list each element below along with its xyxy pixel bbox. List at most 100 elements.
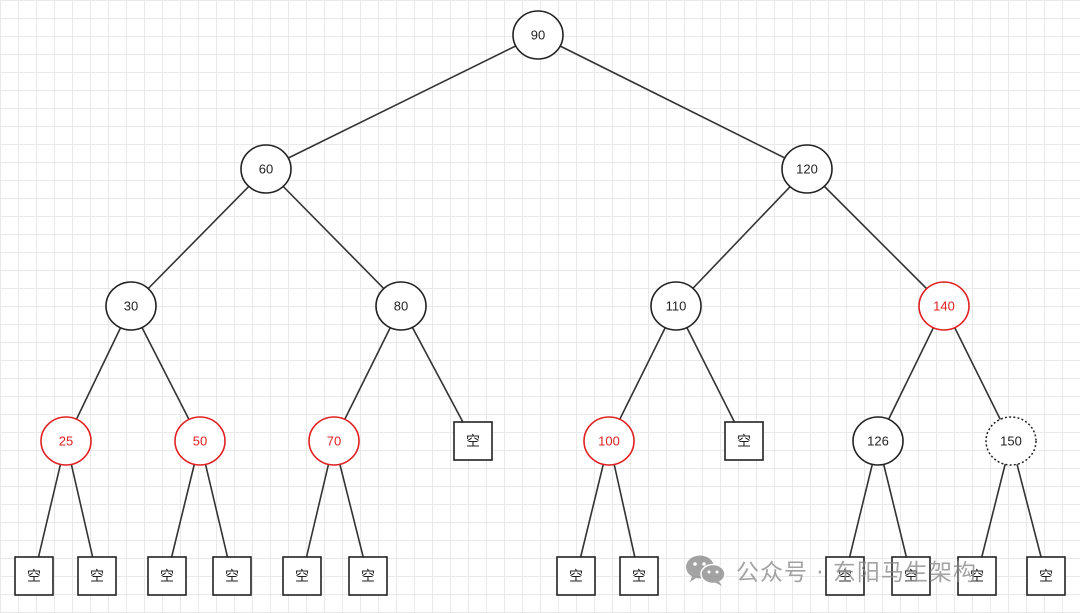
null-leaf: 空: [556, 556, 596, 596]
null-leaf-label: 空: [361, 569, 375, 585]
tree-edge-n120-n140: [806, 168, 945, 307]
null-leaf: 空: [957, 556, 997, 596]
null-leaf: 空: [282, 556, 322, 596]
node-circle: [583, 416, 635, 466]
tree-edge-n30-n50: [130, 305, 201, 442]
null-leaf-box: [77, 556, 117, 596]
null-leaf-box: [957, 556, 997, 596]
node-label: 110: [666, 299, 687, 314]
tree-edge-n80-e80r: [400, 305, 474, 442]
null-leaf-label: 空: [737, 434, 751, 450]
tree-node-110: 110: [650, 281, 702, 331]
node-label: 140: [933, 299, 955, 314]
tree-edge-n110-e110r: [675, 305, 745, 442]
node-label: 90: [531, 28, 545, 43]
null-leaf-label: 空: [632, 569, 646, 585]
null-leaf-label: 空: [904, 569, 918, 585]
null-leaf: 空: [891, 556, 931, 596]
nodes-layer: 90 60 120 30 80 110 140 25 50 70 100 126 150: [40, 10, 1037, 466]
node-label: 126: [867, 434, 889, 449]
node-label: 120: [796, 162, 818, 177]
null-leaf: 空: [825, 556, 865, 596]
null-leaf-box: [1026, 556, 1066, 596]
tree-node-140: 140: [918, 281, 970, 331]
node-circle: [852, 416, 904, 466]
tree-node-30: 30: [105, 281, 157, 331]
tree-node-50: 50: [174, 416, 226, 466]
null-leaf-label: 空: [295, 569, 309, 585]
node-label: 100: [598, 434, 620, 449]
tree-node-80: 80: [375, 281, 427, 331]
node-label: 70: [327, 434, 341, 449]
null-leaf-label: 空: [970, 569, 984, 585]
null-leaf-label: 空: [27, 569, 41, 585]
node-label: 25: [59, 434, 73, 449]
null-leaf-box: [556, 556, 596, 596]
tree-node-126: 126: [852, 416, 904, 466]
node-circle: [308, 416, 360, 466]
null-leaf-label: 空: [1039, 569, 1053, 585]
node-label: 50: [193, 434, 207, 449]
null-leaf: 空: [77, 556, 117, 596]
null-leaf-box: [453, 421, 493, 461]
tree-edge-n80-n70: [333, 305, 402, 442]
tree-edge-n110-n100: [608, 305, 677, 442]
null-leaf: 空: [348, 556, 388, 596]
tree-edge-n140-n150: [943, 305, 1012, 442]
null-leaf: 空: [453, 421, 493, 461]
null-leaf-box: [282, 556, 322, 596]
node-circle: [985, 416, 1037, 466]
null-leaf: 空: [619, 556, 659, 596]
node-label: 60: [259, 162, 273, 177]
wechat-icon: [686, 555, 726, 586]
null-leaf-box: [619, 556, 659, 596]
tree-node-150: 150: [985, 416, 1037, 466]
null-leaf: 空: [14, 556, 54, 596]
null-leaf: 空: [1026, 556, 1066, 596]
tree-edge-n90-n120: [537, 34, 808, 170]
node-circle: [174, 416, 226, 466]
null-leaf-box: [825, 556, 865, 596]
null-leaf-box: [14, 556, 54, 596]
node-circle: [375, 281, 427, 331]
node-circle: [512, 10, 564, 60]
tree-node-100: 100: [583, 416, 635, 466]
node-label: 150: [1000, 434, 1022, 449]
node-circle: [650, 281, 702, 331]
tree-node-25: 25: [40, 416, 92, 466]
node-label: 30: [124, 299, 138, 314]
node-circle: [781, 144, 833, 194]
node-circle: [40, 416, 92, 466]
node-label: 80: [394, 299, 408, 314]
watermark-text: 公众号 · 东阳马生架构: [736, 560, 977, 586]
tree-edge-n60-n80: [265, 168, 402, 307]
null-leaf: 空: [147, 556, 187, 596]
null-leaf-label: 空: [225, 569, 239, 585]
null-leaf-box: [212, 556, 252, 596]
watermark: 公众号 · 东阳马生架构: [684, 552, 977, 588]
null-leaves-layer: 空空空空空空空空空空空空空空: [14, 421, 1066, 596]
node-circle: [918, 281, 970, 331]
null-leaf-box: [891, 556, 931, 596]
null-leaf-label: 空: [160, 569, 174, 585]
tree-node-60: 60: [240, 144, 292, 194]
tree-node-70: 70: [308, 416, 360, 466]
edges-layer: [33, 34, 1047, 577]
null-leaf-label: 空: [838, 569, 852, 585]
null-leaf-label: 空: [90, 569, 104, 585]
null-leaf-label: 空: [466, 434, 480, 450]
null-leaf-box: [348, 556, 388, 596]
tree-edge-n120-n110: [675, 168, 808, 307]
null-leaf: 空: [724, 421, 764, 461]
node-circle: [105, 281, 157, 331]
null-leaf-box: [724, 421, 764, 461]
null-leaf-box: [147, 556, 187, 596]
tree-edge-n90-n60: [265, 34, 539, 170]
null-leaf: 空: [212, 556, 252, 596]
tree-node-90: 90: [512, 10, 564, 60]
tree-edge-n60-n30: [130, 168, 267, 307]
tree-node-120: 120: [781, 144, 833, 194]
node-circle: [240, 144, 292, 194]
